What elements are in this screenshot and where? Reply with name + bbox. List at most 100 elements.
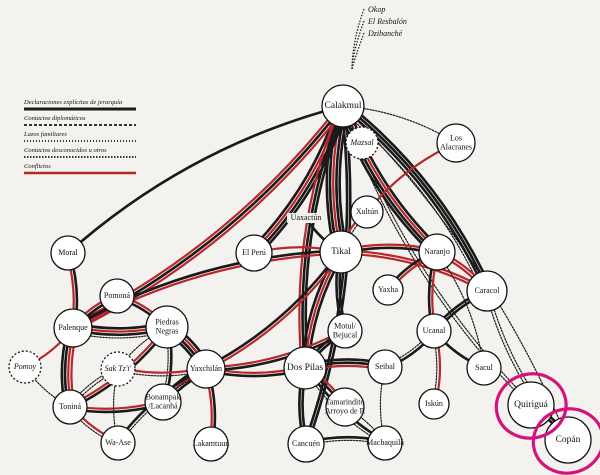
node-label: Sacul: [475, 363, 494, 372]
legend-label-conflict: Conflictos: [24, 163, 51, 170]
node-copan[interactable]: Copán: [544, 416, 592, 464]
node-label: Alacranes: [440, 142, 472, 151]
node-yaxchilan[interactable]: Yaxchilán: [186, 349, 226, 389]
node-label: Sak Tz'i': [105, 364, 132, 373]
node-label: Caracol: [475, 286, 501, 295]
node-label: Xultún: [356, 207, 378, 216]
legend-box: [20, 98, 138, 180]
node-circle: [100, 351, 136, 387]
edge-line-unknown: [342, 105, 569, 441]
node-label: Mazsal: [349, 138, 374, 147]
node-sak-tzi[interactable]: Sak Tz'i': [100, 351, 136, 387]
node-label: Piedras: [155, 317, 179, 326]
node-circle: [350, 195, 384, 229]
node-circle: [186, 349, 226, 389]
node-el-peru[interactable]: El Perú: [235, 234, 273, 272]
node-label: Quiriguá: [514, 400, 549, 410]
node-circle: [99, 278, 135, 314]
node-caracol[interactable]: Caracol: [466, 270, 508, 312]
node-label: Calakmul: [325, 101, 362, 111]
node-circle: [327, 313, 363, 349]
node-bonampak[interactable]: Bonampak/Lacanhá: [144, 383, 182, 421]
node-wa-ase[interactable]: Wa-Ase: [100, 425, 136, 461]
node-label: Ucanal: [423, 326, 446, 335]
node-circle: [100, 425, 136, 461]
node-label: Cancuén: [292, 439, 320, 448]
node-circle: [416, 313, 452, 349]
node-iskun[interactable]: Iskún: [418, 388, 450, 420]
node-moral[interactable]: Moral: [50, 235, 86, 271]
highlight-ring-copan: [531, 407, 600, 475]
node-xultun[interactable]: Xultún: [350, 195, 384, 229]
legend-label-hierarchy: Declaraciones explícitas de jerarquía: [23, 99, 122, 106]
node-label: Wa-Ase: [105, 438, 131, 447]
node-ucanal[interactable]: Ucanal: [416, 313, 452, 349]
node-pomoy[interactable]: Pomoy: [8, 350, 42, 384]
node-naranjo[interactable]: Naranjo: [418, 233, 456, 271]
edge-line-hierarchy: [340, 105, 488, 294]
edge-tikal-palenque: [71, 249, 343, 331]
node-pomona[interactable]: Pomoná: [99, 278, 135, 314]
top-label-dzibanché: Dzibanché: [367, 29, 403, 38]
node-label: Tamarindito: [326, 397, 365, 406]
node-label: Negras: [156, 326, 179, 335]
node-label: Copán: [556, 435, 581, 445]
node-circle: [144, 383, 182, 421]
node-yaxha[interactable]: Yaxha: [372, 274, 404, 306]
edge-line-hierarchy: [66, 104, 345, 255]
node-label: Tikal: [331, 247, 351, 257]
node-label: Los: [450, 133, 462, 142]
node-uaxactun[interactable]: Uaxactún: [287, 213, 325, 223]
node-label: Yaxha: [378, 285, 399, 294]
edge-line-hierarchy: [303, 104, 349, 446]
legend-label-unknown: Contactos desconocidos u otros: [24, 147, 107, 154]
node-label: Pomoy: [13, 362, 37, 371]
node-calakmul[interactable]: Calakmul: [321, 84, 365, 128]
node-tonina[interactable]: Toniná: [52, 389, 88, 425]
legend: Declaraciones explícitas de jerarquíaCon…: [20, 98, 138, 180]
edge-line-hierarchy: [71, 249, 342, 328]
node-circle: [367, 425, 403, 461]
highlight-ring-quirigua: [494, 372, 568, 440]
node-circle: [345, 126, 379, 160]
node-label: El Perú: [242, 248, 266, 257]
node-label: Yaxchilán: [190, 364, 222, 373]
node-lakamtuun[interactable]: Lakamtuun: [193, 426, 229, 462]
legend-label-diplomatic: Contactos diplomáticos: [24, 115, 86, 122]
node-mazsal[interactable]: Mazsal: [345, 126, 379, 160]
top-label-el-resbalón: El Resbalón: [367, 17, 407, 26]
node-label: Dos Pilas: [287, 363, 323, 373]
node-label: Motul/: [334, 321, 357, 330]
node-circle: [325, 387, 365, 427]
node-circle: [418, 388, 450, 420]
node-seibal[interactable]: Seibal: [367, 349, 403, 385]
node-circle: [367, 349, 403, 385]
node-cancuen[interactable]: Cancuén: [287, 425, 325, 463]
node-sacul[interactable]: Sacul: [466, 350, 502, 386]
node-circle: [372, 274, 404, 306]
node-circle: [287, 425, 325, 463]
node-label: Bejucal: [333, 330, 358, 339]
node-quirigua[interactable]: Quiriguá: [507, 381, 555, 429]
edge-line-hierarchy: [345, 101, 493, 290]
node-palenque[interactable]: Palenque: [53, 308, 93, 348]
node-label: Arroyo de P.: [325, 406, 365, 415]
node-circle: [321, 84, 365, 128]
node-circle: [466, 350, 502, 386]
node-tikal[interactable]: Tikal: [319, 230, 363, 274]
node-label: Bonampak: [146, 392, 181, 401]
node-dos-pilas[interactable]: Dos Pilas: [283, 346, 327, 390]
top-connector: [351, 32, 365, 71]
node-circle: [50, 235, 86, 271]
node-circle: [53, 308, 93, 348]
node-machaquila[interactable]: Machaquilá: [366, 425, 404, 461]
node-motul-bejucal[interactable]: Motul/Bejucal: [327, 313, 363, 349]
node-label: Iskún: [425, 399, 443, 408]
node-circle: [8, 350, 42, 384]
edge-line-hierarchy: [301, 104, 345, 370]
